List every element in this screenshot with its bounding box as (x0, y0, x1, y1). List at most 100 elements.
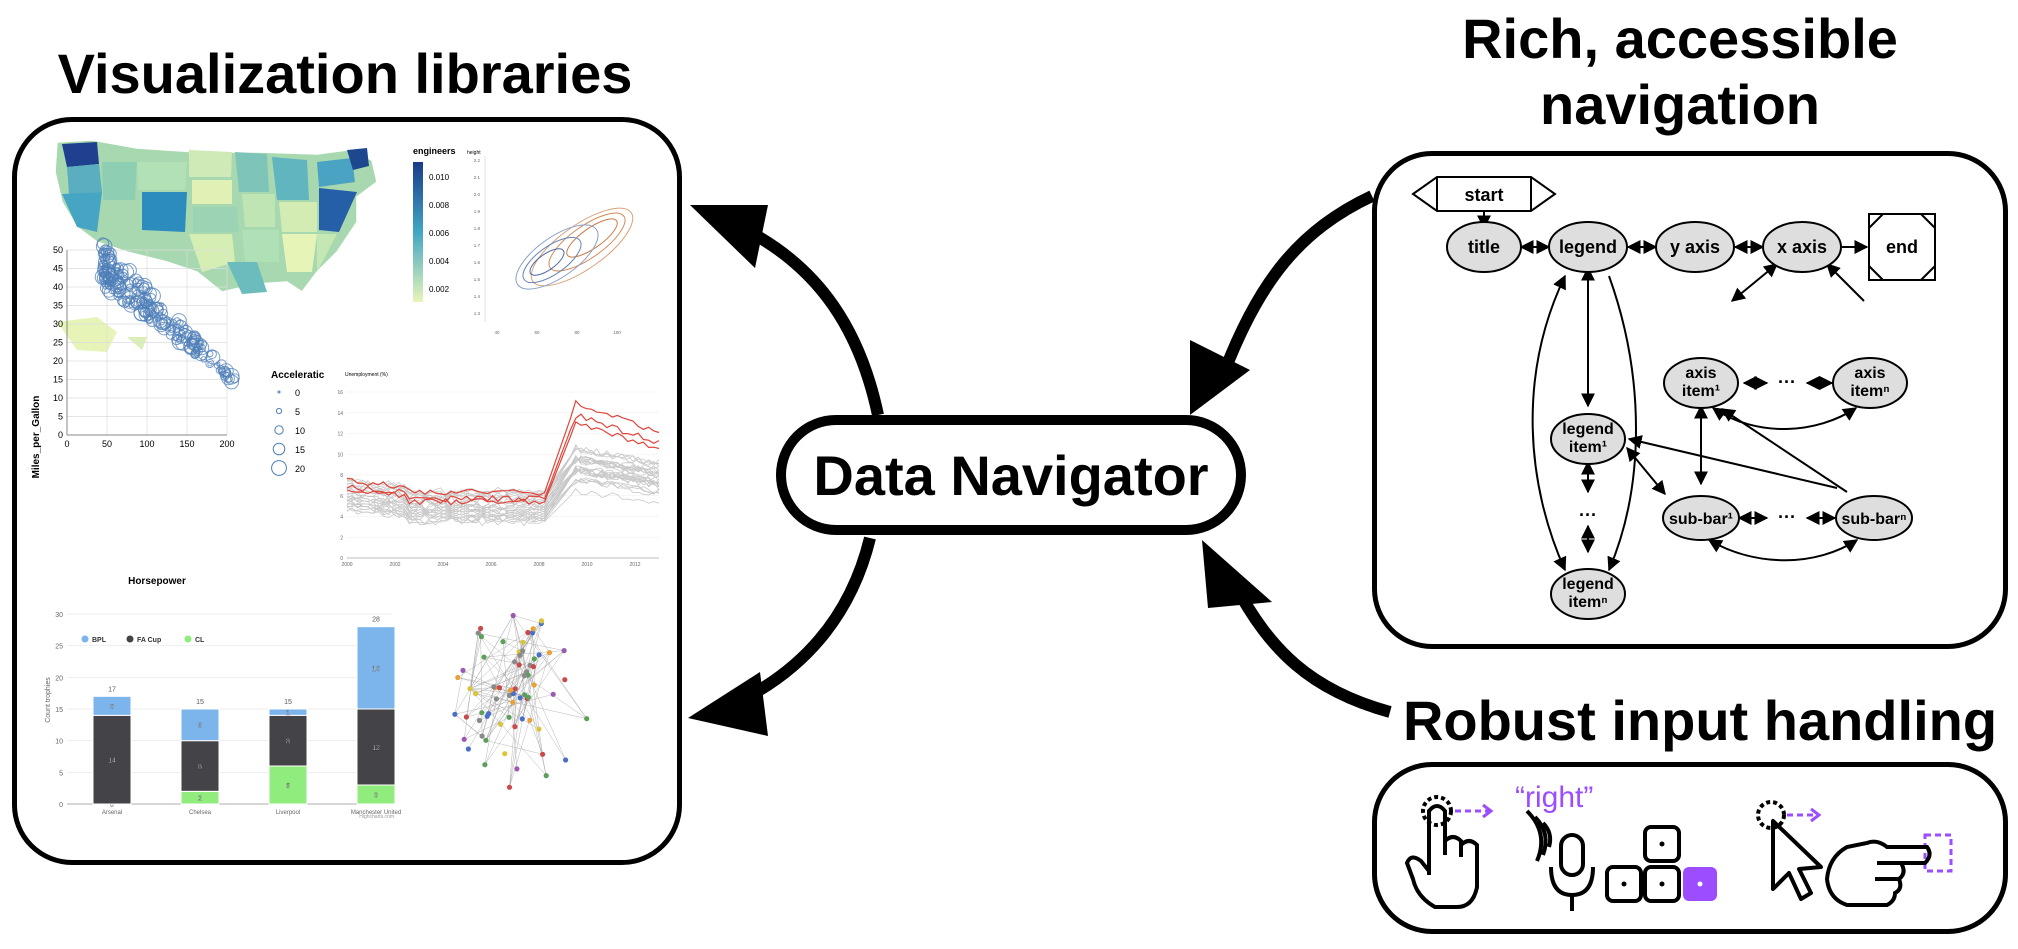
scatter-y-tick: 50 (53, 245, 63, 255)
nav-node-axis-item-1-label-a: axis (1685, 365, 1716, 382)
contour-y-label: height (467, 150, 481, 156)
nav-node-legend: legend (1548, 221, 1628, 273)
network-edge (509, 658, 535, 788)
line-x-tick: 2008 (533, 562, 544, 568)
network-node (522, 692, 528, 698)
mouse-pointer-icon (1756, 800, 1823, 901)
network-edge (502, 641, 510, 718)
scatter-point (117, 271, 129, 284)
scatter-legend-mark (277, 390, 281, 394)
nav-node-axis-item-n-label-b: itemⁿ (1850, 383, 1889, 400)
network-node (486, 711, 492, 717)
nav-node-y-axis-label: y axis (1670, 237, 1720, 257)
scatter-point (176, 319, 184, 327)
bar-y-tick: 10 (55, 739, 63, 746)
scatter-point (193, 343, 202, 352)
line-x-tick: 2012 (629, 562, 640, 568)
network-edge (469, 688, 547, 776)
voice-command-text: “right” (1515, 781, 1593, 814)
heading-rich-navigation: Rich, accessible navigation (1380, 6, 1980, 138)
network-edge (469, 628, 534, 689)
network-node (510, 612, 516, 619)
network-edge (484, 675, 525, 765)
network-node (483, 737, 489, 743)
scatter-point (102, 248, 111, 256)
nav-node-sub-bar-1-label: sub-bar¹ (1669, 511, 1733, 528)
network-node (476, 717, 482, 724)
line-series-red (346, 413, 660, 503)
line-y-tick: 4 (340, 515, 343, 521)
scatter-y-tick: 45 (53, 264, 63, 274)
network-node (506, 692, 512, 699)
voice-icon: “right” (1515, 781, 1595, 911)
network-node (475, 630, 481, 636)
scatter-y-tick: 10 (53, 393, 63, 403)
nav-node-axis-item-1-label-b: item¹ (1682, 383, 1720, 400)
scatter-y-tick: 40 (53, 282, 63, 292)
network-node (517, 695, 523, 701)
network-graph (452, 612, 590, 790)
nav-node-legend-label: legend (1559, 237, 1617, 257)
network-node (516, 662, 522, 668)
scatter-point (125, 295, 135, 305)
network-node (500, 639, 506, 645)
network-node (482, 762, 488, 768)
scatter-x-tick: 150 (179, 439, 194, 449)
scatter-point (158, 318, 165, 326)
network-node (478, 625, 484, 632)
bar-total-label: 15 (284, 699, 292, 706)
scatter-point (124, 286, 138, 300)
bar-segment-label: 13 (372, 666, 380, 673)
scatter-point (137, 301, 155, 318)
map-legend-tick: 0.004 (429, 257, 450, 266)
scatter-point (144, 287, 161, 305)
scatter-point (145, 309, 152, 315)
nav-node-start-label: start (1464, 185, 1503, 205)
nav-node-end-label: end (1886, 237, 1918, 257)
contour-y-tick: 1.7 (474, 243, 481, 248)
scatter-point (205, 349, 221, 365)
contour-x-tick: 60 (534, 330, 540, 335)
network-edge (485, 652, 550, 741)
scatter-legend-label: 10 (295, 426, 305, 436)
bar-segment-label: 5 (198, 723, 202, 730)
nav-node-axis-item-1: axis item¹ (1663, 357, 1739, 409)
scatter-point (100, 249, 106, 255)
network-edge (513, 615, 542, 624)
network-node (512, 724, 518, 730)
input-handling-panel: “right” (1372, 762, 2008, 934)
network-edge (509, 675, 525, 788)
input-icons: “right” (1404, 781, 1953, 911)
pointing-hand-icon (1824, 833, 1953, 907)
data-navigator-label: Data Navigator (813, 443, 1209, 507)
network-node (540, 751, 546, 757)
scatter-point (112, 282, 122, 293)
arrow-from-navigation (1219, 190, 1375, 373)
heading-rich-navigation-line2: navigation (1539, 73, 1821, 136)
bar-segment (92, 714, 132, 805)
bar-total-label: 15 (196, 699, 204, 706)
line-series-red (346, 399, 660, 496)
scatter-legend-mark (274, 425, 284, 435)
bar-segment (356, 626, 396, 710)
scatter-x-tick: 100 (139, 439, 154, 449)
nav-ellipsis-axis: ··· (1778, 372, 1796, 392)
map-legend-title: engineers (413, 146, 456, 156)
bar-segment (180, 708, 220, 742)
arrowhead-from-navigation (1190, 340, 1250, 415)
network-node (498, 721, 504, 727)
data-navigator-node: Data Navigator (776, 415, 1246, 535)
bar-legend-mark (126, 635, 134, 643)
scatter-point (172, 325, 180, 333)
map-legend-tick: 0.006 (429, 229, 450, 238)
scatter-point (130, 295, 142, 308)
network-node (530, 626, 536, 632)
nav-node-title-label: title (1468, 237, 1500, 257)
bar-segment (268, 708, 308, 716)
network-node (507, 687, 513, 693)
map-legend-tick: 0.010 (429, 173, 450, 182)
nav-node-start: start (1411, 176, 1557, 212)
